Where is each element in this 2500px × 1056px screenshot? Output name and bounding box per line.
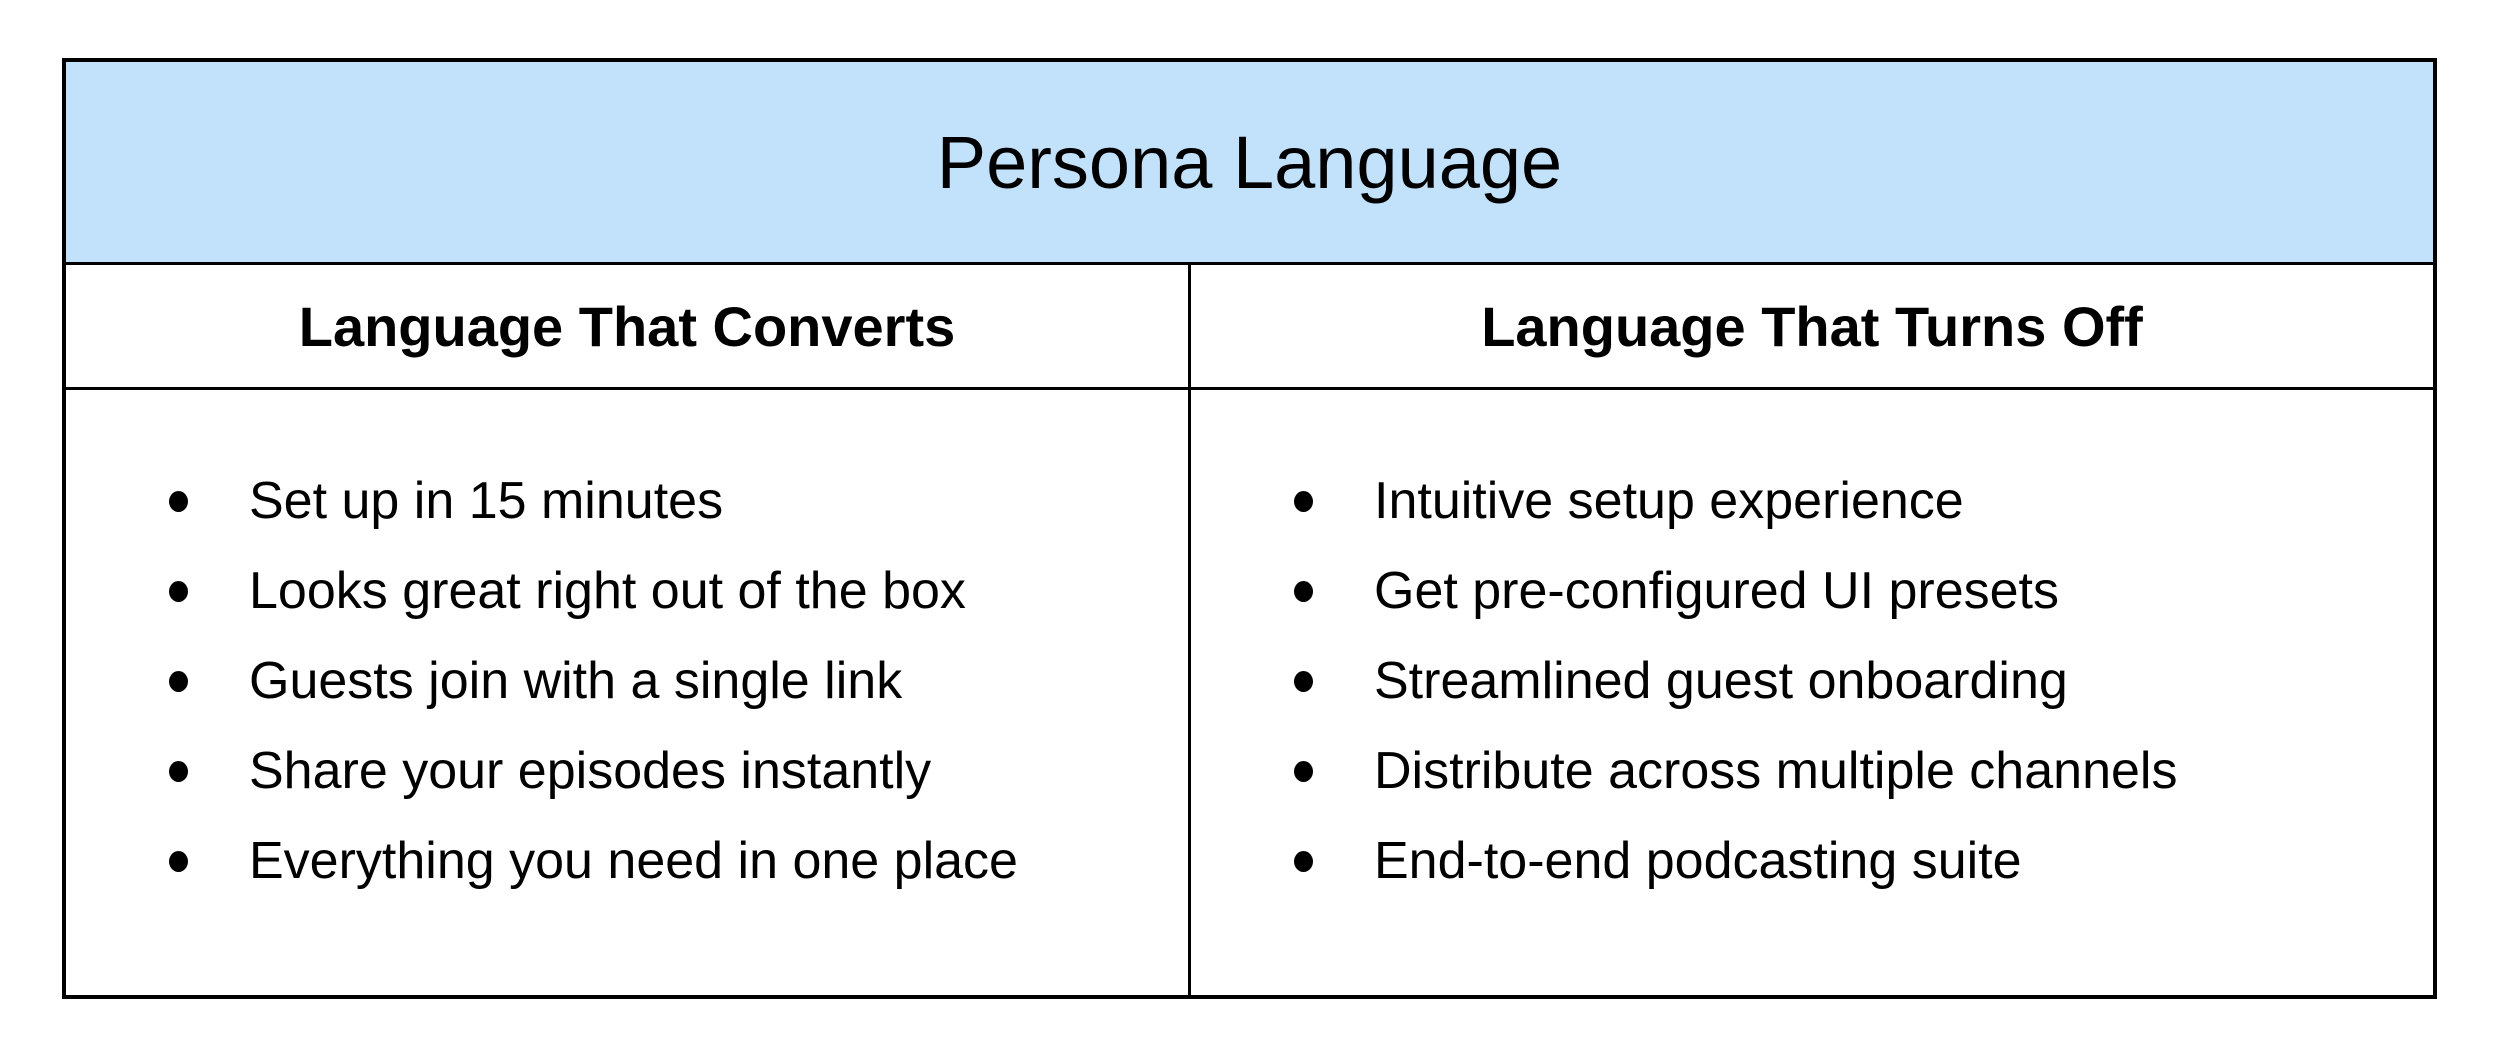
list-item-text: Streamlined guest onboarding — [1374, 652, 2068, 710]
list-item: Everything you need in one place — [169, 816, 1168, 906]
list-item: Looks great right out of the box — [169, 546, 1168, 636]
list-item: Set up in 15 minutes — [169, 456, 1168, 546]
column-header-converts: Language That Converts — [66, 265, 1191, 390]
bullet-icon — [1294, 850, 1313, 872]
list-item-text: Distribute across multiple channels — [1374, 742, 2178, 800]
turns-off-bullet-list: Intuitive setup experience Get pre-confi… — [1191, 390, 2433, 906]
converts-bullet-list: Set up in 15 minutes Looks great right o… — [66, 390, 1188, 906]
bullet-icon — [169, 760, 188, 782]
list-item: Intuitive setup experience — [1294, 456, 2413, 546]
list-item: Guests join with a single link — [169, 636, 1168, 726]
column-header-turns-off-label: Language That Turns Off — [1481, 294, 2143, 358]
list-item: Share your episodes instantly — [169, 726, 1168, 816]
bullet-icon — [169, 670, 188, 692]
bullet-icon — [1294, 580, 1313, 602]
bullet-icon — [1294, 760, 1313, 782]
persona-language-table: Persona Language Language That Converts … — [62, 58, 2437, 999]
column-header-turns-off: Language That Turns Off — [1191, 265, 2433, 390]
table-title-cell: Persona Language — [66, 62, 2433, 265]
turns-off-list-cell: Intuitive setup experience Get pre-confi… — [1191, 390, 2433, 995]
list-item: Distribute across multiple channels — [1294, 726, 2413, 816]
list-item-text: End-to-end podcasting suite — [1374, 832, 2022, 890]
bullet-icon — [1294, 490, 1313, 512]
list-item-text: Share your episodes instantly — [249, 742, 932, 800]
list-item-text: Everything you need in one place — [249, 832, 1018, 890]
column-header-converts-label: Language That Converts — [298, 294, 956, 358]
table-title: Persona Language — [936, 120, 1563, 204]
converts-list-cell: Set up in 15 minutes Looks great right o… — [66, 390, 1191, 995]
list-item-text: Intuitive setup experience — [1374, 472, 1964, 530]
bullet-icon — [169, 580, 188, 602]
bullet-icon — [169, 850, 188, 872]
list-item-text: Set up in 15 minutes — [249, 472, 724, 530]
list-item-text: Get pre-configured UI presets — [1374, 562, 2059, 620]
list-item: Get pre-configured UI presets — [1294, 546, 2413, 636]
list-item: End-to-end podcasting suite — [1294, 816, 2413, 906]
bullet-icon — [1294, 670, 1313, 692]
list-item: Streamlined guest onboarding — [1294, 636, 2413, 726]
bullet-icon — [169, 490, 188, 512]
list-item-text: Looks great right out of the box — [249, 562, 966, 620]
list-item-text: Guests join with a single link — [249, 652, 903, 710]
